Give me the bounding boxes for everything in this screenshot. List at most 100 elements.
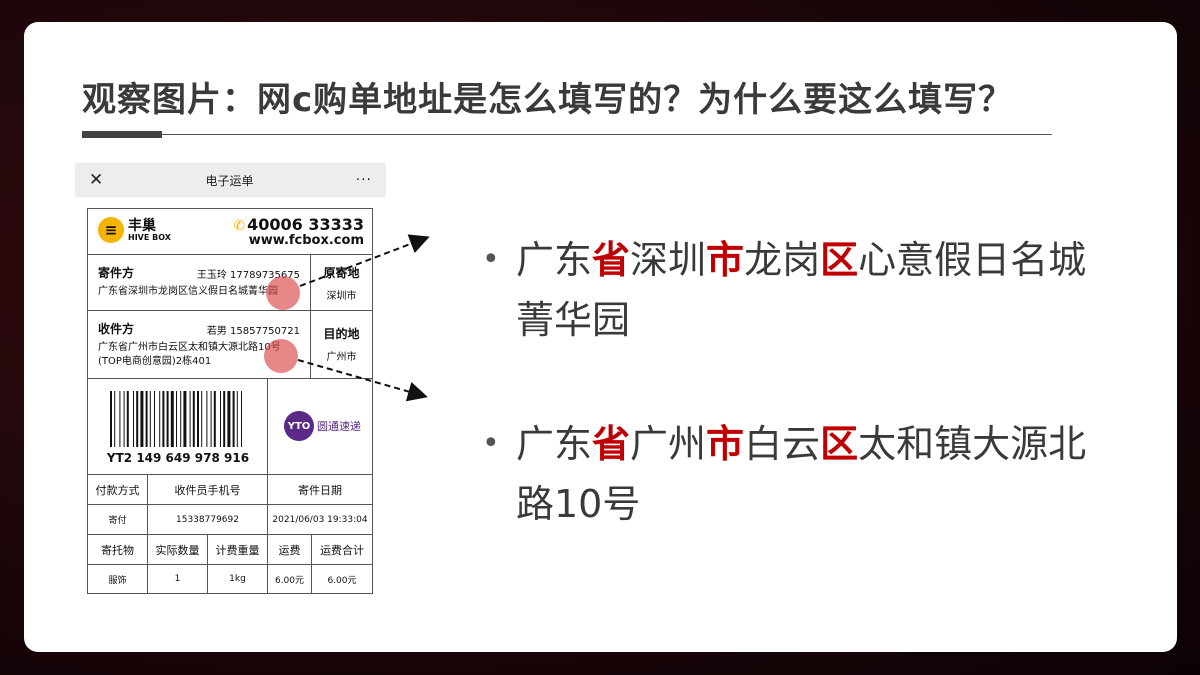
bullet-text: 深圳 <box>630 238 707 282</box>
table-cell: 收件员手机号 <box>148 475 268 504</box>
barcode-bar <box>159 391 161 447</box>
barcode-bar <box>110 391 112 447</box>
table-cell: 运费合计 <box>320 543 364 557</box>
sender-name: 王玉玲 17789735675 <box>196 270 300 281</box>
barcode-bar <box>162 391 165 447</box>
barcode-section: YT2 149 649 978 916 YTO 圆通速递 <box>88 379 372 475</box>
barcode-bar <box>154 391 155 447</box>
barcode-bar <box>210 391 212 447</box>
brand-logo: ≡ 丰巢 HIVE BOX <box>98 217 171 243</box>
sender-address-marker <box>266 276 300 310</box>
brand-name-cn: 丰巢 <box>128 217 156 234</box>
highlight-province: 省 <box>592 238 631 282</box>
more-icon[interactable]: ··· <box>355 172 372 188</box>
table-row: 寄托物 实际数量 计费重量 运费 运费合计 <box>88 535 372 565</box>
barcode-bar <box>166 391 169 447</box>
table-row: 付款方式 收件员手机号 寄件日期 <box>88 475 372 505</box>
table-cell: 1 <box>148 565 208 593</box>
barcode-bar <box>133 391 134 447</box>
receiver-address-bullet: 广东省广州市白云区太和镇大源北路10号 <box>482 414 1102 534</box>
close-icon[interactable]: ✕ <box>89 170 104 190</box>
barcode-bar <box>213 391 216 447</box>
barcode <box>110 391 242 447</box>
table-cell: 计费重量 <box>208 535 268 564</box>
receiver-label: 收件方 <box>98 322 135 336</box>
waybill-header: ≡ 丰巢 HIVE BOX ✆40006 33333 www.fcbox.com <box>88 209 372 255</box>
bullet-text: 广东 <box>516 422 593 466</box>
arrow-to-sender-bullet <box>299 234 430 287</box>
table-cell: 6.00元 <box>268 565 312 593</box>
barcode-bar <box>140 391 144 447</box>
bullet-text: 广州 <box>630 422 707 466</box>
barcode-bar <box>126 391 129 447</box>
barcode-bar <box>176 391 177 447</box>
receiver-address: 广东省广州市白云区太和镇大源北路10号(TOP电商创意园)2栋401 <box>98 342 281 367</box>
barcode-area: YT2 149 649 978 916 <box>88 379 268 474</box>
highlight-city: 市 <box>706 238 745 282</box>
barcode-bar <box>201 391 203 447</box>
barcode-bar <box>241 391 242 447</box>
sender-address: 广东省深圳市龙岗区信义假日名城菁华园 <box>98 286 278 297</box>
highlight-district: 区 <box>820 238 859 282</box>
brand-contact: ✆40006 33333 www.fcbox.com <box>233 215 364 248</box>
table-cell: 寄托物 <box>88 535 148 564</box>
title-underline-accent <box>82 131 162 138</box>
sender-label: 寄件方 <box>98 266 135 280</box>
brand-name-en: HIVE BOX <box>128 232 171 242</box>
receiver-address-marker <box>264 339 298 373</box>
barcode-bar <box>227 391 231 447</box>
carrier-logo: YTO 圆通速递 <box>284 411 361 441</box>
barcode-bar <box>236 391 238 447</box>
table-row: 服饰 1 1kg 6.00元 6.00元 <box>88 565 372 593</box>
table-cell: 服饰 <box>88 565 148 593</box>
tracking-number: YT2 149 649 978 916 <box>106 451 250 465</box>
phone-icon: ✆ <box>233 218 246 234</box>
barcode-bar <box>197 391 199 447</box>
table-cell: 寄件日期 <box>298 483 342 497</box>
destination-cell: 目的地 广州市 <box>310 311 372 378</box>
bullet-text: 太和镇大源北路10号 <box>516 422 1087 526</box>
barcode-bar <box>149 391 151 447</box>
sender-address-bullet: 广东省深圳市龙岗区心意假日名城菁华园 <box>482 230 1102 350</box>
hotline-number: 40006 33333 <box>247 215 364 234</box>
receiver-name: 若男 15857750721 <box>206 326 300 337</box>
barcode-bar <box>192 391 195 447</box>
highlight-city: 市 <box>706 422 745 466</box>
table-cell: 15338779692 <box>148 505 268 534</box>
barcode-bar <box>145 391 148 447</box>
table-cell: 6.00元 <box>327 575 357 586</box>
table-cell: 寄付 <box>88 505 148 534</box>
barcode-bar <box>119 391 121 447</box>
table-cell: 实际数量 <box>148 535 208 564</box>
barcode-bar <box>136 391 139 447</box>
yto-logo-icon: YTO <box>284 411 314 441</box>
barcode-bar <box>123 391 125 447</box>
destination-label: 目的地 <box>323 327 360 341</box>
barcode-bar <box>232 391 235 447</box>
phone-header-bar: ✕ 电子运单 ··· <box>75 163 386 197</box>
table-cell: 运费 <box>268 535 312 564</box>
electronic-waybill: ≡ 丰巢 HIVE BOX ✆40006 33333 www.fcbox.com… <box>87 208 373 594</box>
slide-title: 观察图片：网c购单地址是怎么填写的？为什么要这么填写？ <box>82 80 1014 120</box>
bullet-text: 龙岗 <box>744 238 821 282</box>
carrier-name: 圆通速递 <box>317 420 361 433</box>
address-bullets: 广东省深圳市龙岗区心意假日名城菁华园 广东省广州市白云区太和镇大源北路10号 <box>482 230 1102 534</box>
barcode-bar <box>220 391 221 447</box>
hivebox-logo-icon: ≡ <box>98 217 124 243</box>
table-cell: 2021/06/03 19:33:04 <box>272 514 368 525</box>
table-row: 寄付 15338779692 2021/06/03 19:33:04 <box>88 505 372 535</box>
origin-value: 深圳市 <box>326 291 357 302</box>
bullet-text: 白云 <box>744 422 821 466</box>
barcode-bar <box>206 391 208 447</box>
barcode-bar <box>223 391 226 447</box>
title-underline <box>82 134 1052 135</box>
barcode-bar <box>170 391 174 447</box>
table-cell: 1kg <box>208 565 268 593</box>
barcode-bar <box>114 391 116 447</box>
highlight-province: 省 <box>592 422 631 466</box>
receiver-section: 收件方 若男 15857750721 广东省广州市白云区太和镇大源北路10号(T… <box>88 311 372 379</box>
table-cell: 付款方式 <box>88 475 148 504</box>
origin-label: 原寄地 <box>323 266 360 280</box>
barcode-bar <box>183 391 187 447</box>
